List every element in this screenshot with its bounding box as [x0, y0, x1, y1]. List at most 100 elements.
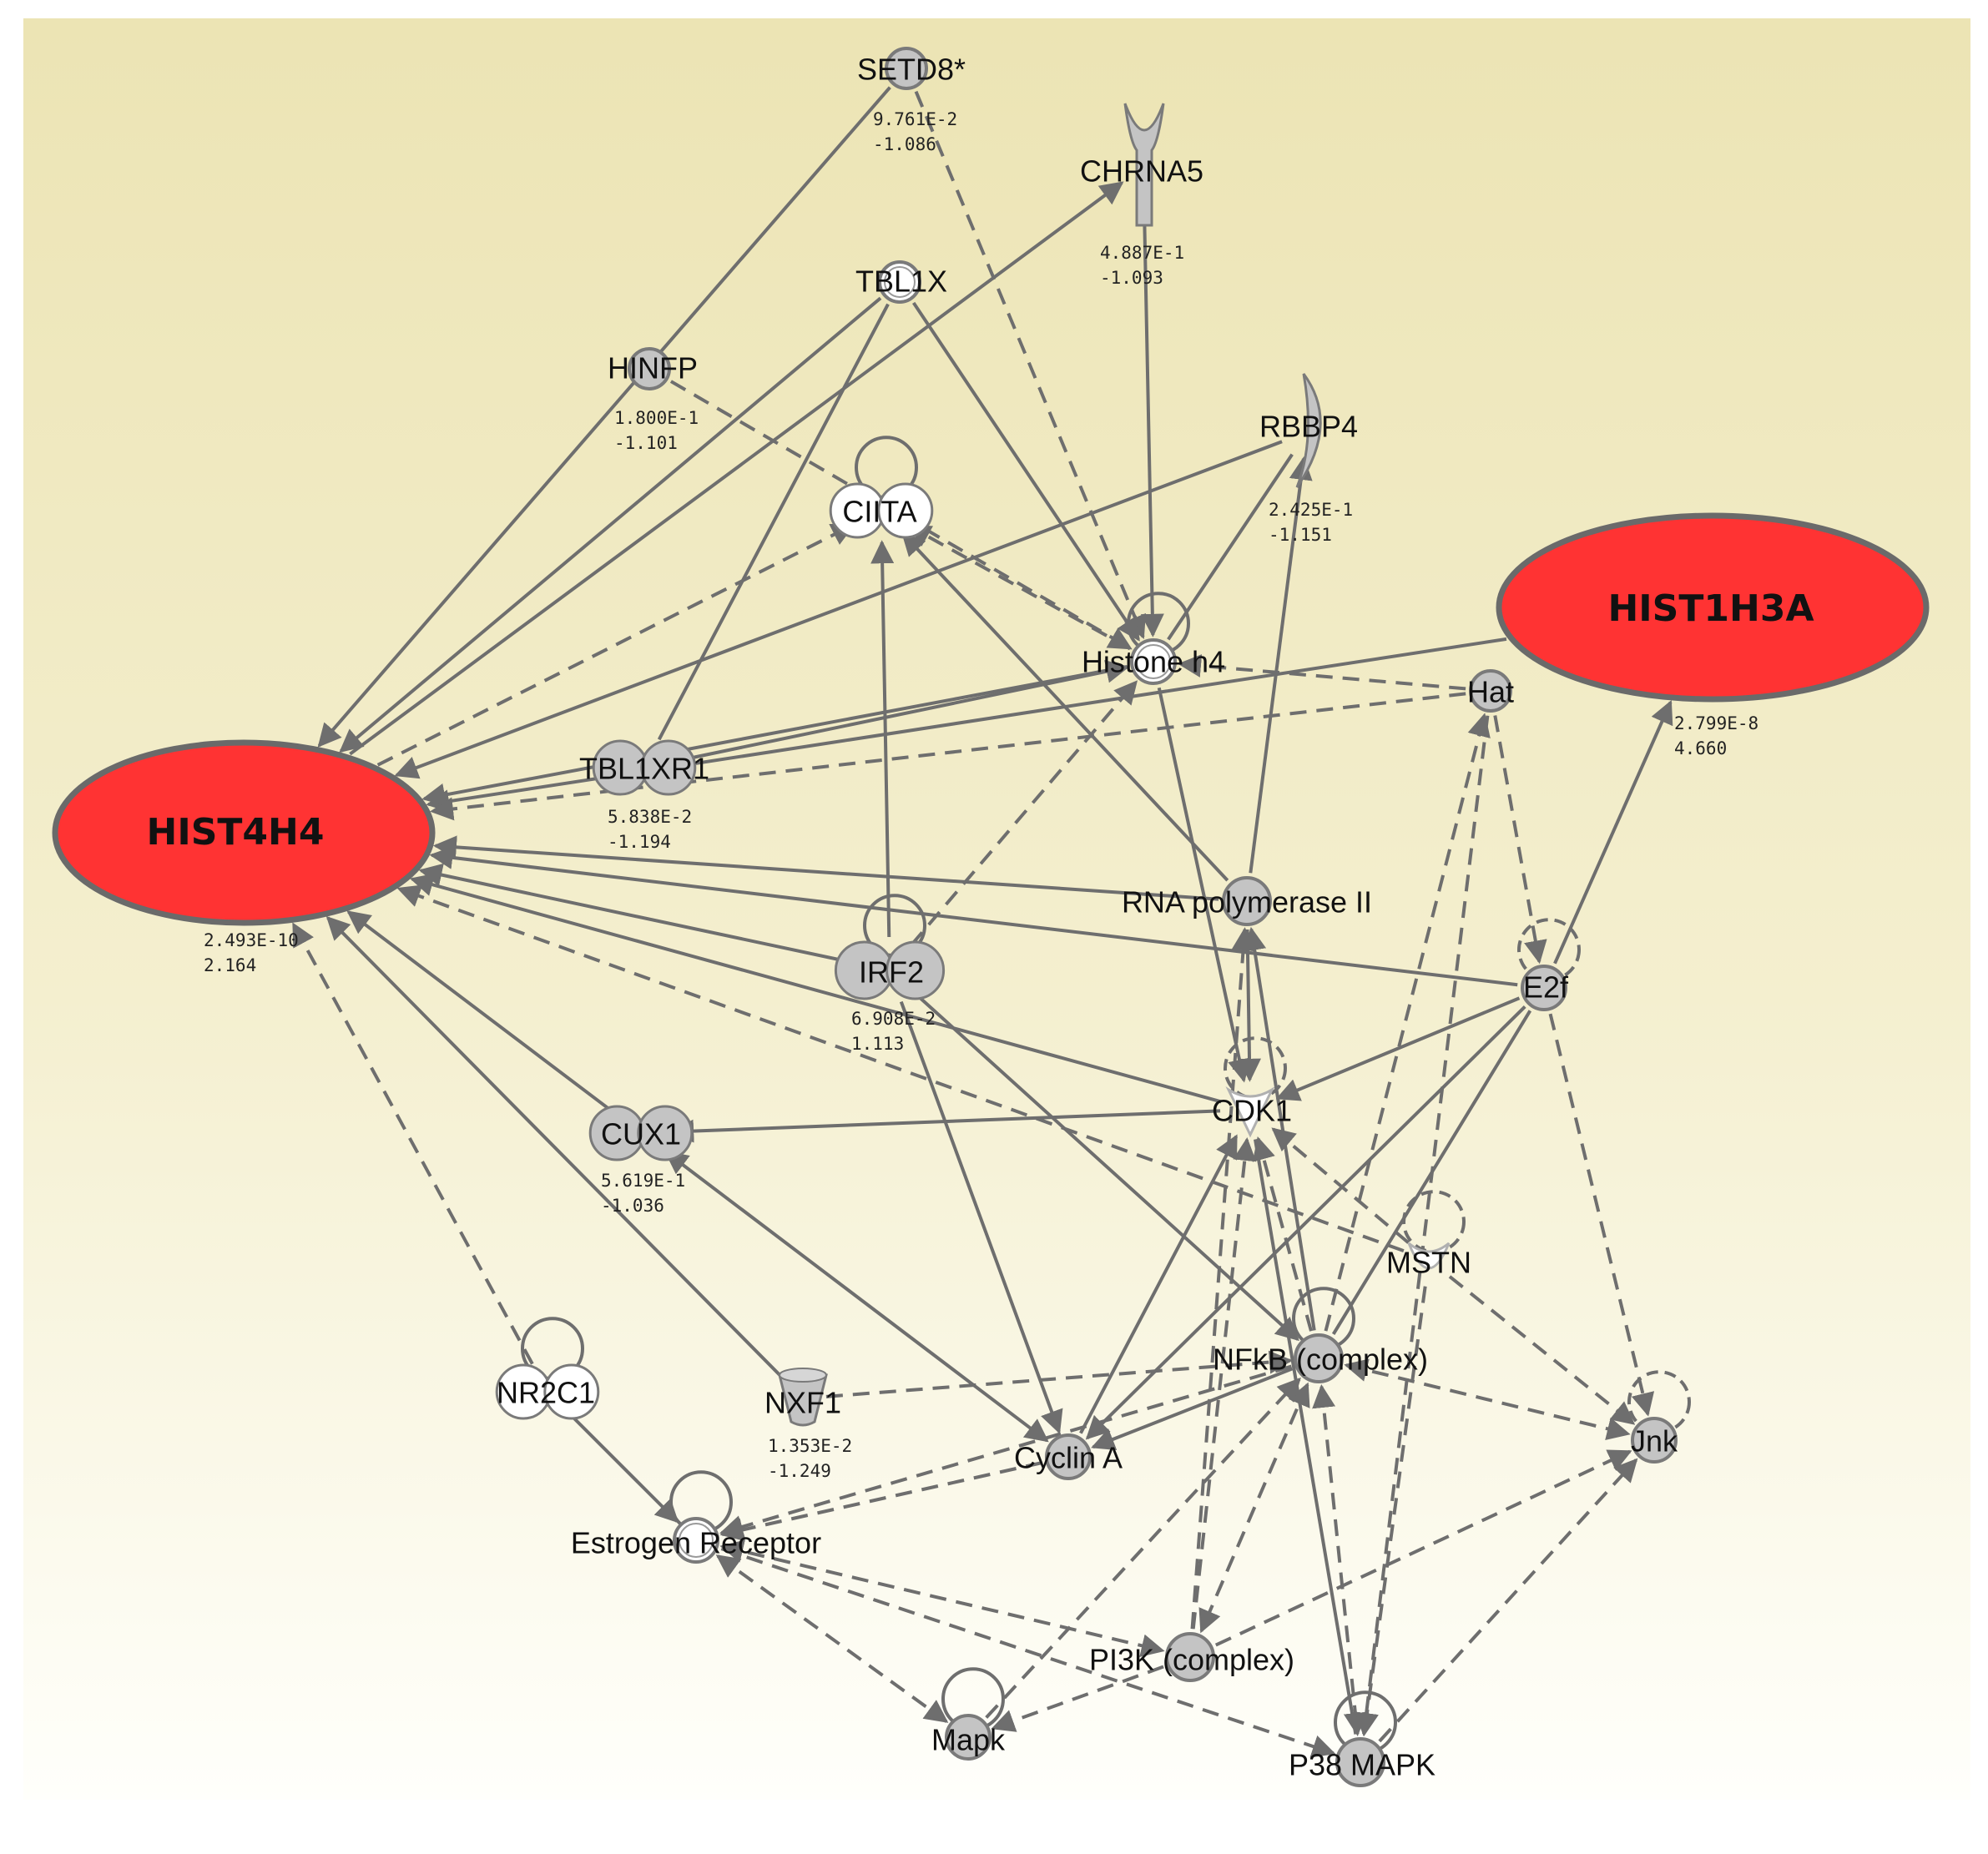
node-shape-circle	[1631, 1417, 1678, 1464]
node-shape-circle	[878, 260, 921, 304]
edge-cdk1-to-hist4-h4	[409, 873, 1222, 1104]
edge-e2f-to-hist4-h4	[429, 845, 1518, 987]
edge-irf2-to-histone-h4	[910, 680, 1138, 946]
edge-nr2-c1-to-hist4-h4	[291, 922, 534, 1365]
edge-setd8-to-hist4-h4	[317, 86, 891, 748]
node-cyclin-a[interactable]	[1045, 1433, 1092, 1480]
node-e2f[interactable]	[1521, 965, 1567, 1011]
node-shape-inner-ring	[679, 1523, 714, 1558]
node-shape-crescent	[1295, 373, 1322, 488]
node-shape-circle	[1222, 876, 1272, 926]
p-value-setd8: 9.761E-2	[873, 109, 957, 129]
node-label-nxf1: NXF1	[764, 1386, 841, 1420]
p-value-nxf1: 1.353E-2	[768, 1436, 852, 1456]
node-nfk-b[interactable]	[1294, 1333, 1344, 1383]
node-cdk1[interactable]	[1225, 1086, 1275, 1138]
node-nr2-c1[interactable]	[495, 1363, 600, 1420]
node-shape-dimer-right	[640, 739, 697, 796]
edge-e2f-to-hist1-h3-a	[1553, 699, 1673, 965]
edge-tbl1-xr1-to-histone-h4	[674, 659, 1130, 763]
node-setd8[interactable]	[885, 47, 928, 90]
node-jnk[interactable]	[1631, 1417, 1678, 1464]
node-shape-circle	[1045, 1433, 1092, 1480]
edge-histone-h4-to-hist4-h4	[421, 664, 1128, 807]
edge-tbl1-x-to-histone-h4	[912, 301, 1140, 642]
node-tbl1-xr1[interactable]	[592, 739, 697, 796]
node-label-estrogen-receptor: Estrogen Receptor	[571, 1526, 821, 1560]
edge-rnapol-ii-to-hist4-h4	[432, 835, 1219, 901]
edge-rnapol-ii-to-ciita	[901, 532, 1229, 882]
node-shape-cup-rim	[779, 1368, 827, 1383]
node-mstn[interactable]	[1407, 1242, 1451, 1270]
node-shape-receptor	[1123, 103, 1165, 227]
edge-pi3-k-to-mapk	[991, 1665, 1164, 1732]
p-value-hist4-h4: 2.493E-10	[204, 930, 299, 950]
edge-nfk-b-to-jnk	[1344, 1358, 1631, 1441]
edge-pi3-k-to-rnapol-ii	[1190, 927, 1255, 1630]
node-shape-ellipse	[1496, 512, 1930, 703]
edge-irf2-to-ciita	[870, 540, 895, 938]
node-chrna5[interactable]	[1123, 103, 1165, 227]
node-label-nr2-c1: NR2C1	[497, 1376, 595, 1410]
edge-nxf1-to-nfk-b	[825, 1350, 1293, 1398]
node-label-setd8: SETD8*	[857, 53, 966, 87]
edge-e2f-to-cyclin-a	[1085, 1005, 1526, 1440]
node-mapk[interactable]	[945, 1714, 991, 1761]
edge-hat-to-p38-mapk	[1355, 715, 1490, 1737]
node-label-cux1: CUX1	[601, 1117, 681, 1151]
edge-irf2-to-hist4-h4	[418, 863, 858, 965]
edge-hist4-h4-to-chrna5	[349, 181, 1124, 756]
node-histone-h4[interactable]	[1130, 638, 1177, 685]
node-pi3-k[interactable]	[1165, 1632, 1215, 1682]
node-rbbp4[interactable]	[1295, 373, 1322, 488]
node-label-cyclin-a: Cyclin A	[1014, 1441, 1123, 1475]
node-shape-cup	[778, 1373, 828, 1427]
node-hist1-h3-a[interactable]	[1496, 512, 1930, 703]
node-hist4-h4[interactable]	[52, 739, 436, 926]
node-shape-dimer-right	[637, 1105, 694, 1161]
fold-change-hist4-h4: 2.164	[204, 955, 256, 975]
edge-p38-mapk-to-cdk1	[1254, 1139, 1358, 1735]
edge-tbl1-x-to-tbl1-xr1	[657, 303, 890, 741]
node-estrogen-receptor[interactable]	[673, 1517, 719, 1564]
node-irf2[interactable]	[834, 940, 946, 1000]
node-cux1[interactable]	[588, 1105, 694, 1161]
edge-e2f-to-jnk	[1548, 1013, 1655, 1417]
node-label-hat: Hat	[1467, 675, 1514, 709]
fold-change-rbbp4: -1.151	[1269, 525, 1332, 545]
node-rnapol-ii[interactable]	[1222, 876, 1272, 926]
label-layer: SETD8*9.761E-2-1.086CHRNA54.887E-1-1.093…	[147, 53, 1814, 1782]
fold-change-nxf1: -1.249	[768, 1461, 831, 1481]
node-hat[interactable]	[1469, 669, 1512, 713]
edge-mstn-to-hist4-h4	[396, 884, 1405, 1253]
node-hinfp[interactable]	[628, 347, 671, 390]
node-tbl1-x[interactable]	[878, 260, 921, 304]
edge-cux1-to-cyclin-a	[664, 1151, 1049, 1443]
node-label-hinfp: HINFP	[608, 351, 698, 385]
edge-rbbp4-to-hist4-h4	[394, 440, 1283, 779]
fold-change-irf2: 1.113	[851, 1034, 904, 1054]
node-label-hist1-h3-a: HIST1H3A	[1607, 587, 1814, 630]
fold-change-cux1: -1.036	[601, 1196, 664, 1216]
edge-tbl1-x-to-hist4-h4	[339, 296, 882, 753]
node-nxf1[interactable]	[778, 1368, 828, 1427]
node-shape-circle	[1521, 965, 1567, 1011]
node-label-tbl1-xr1: TBL1XR1	[579, 752, 709, 786]
edge-mstn-to-cdk1	[1271, 1127, 1410, 1244]
node-p38-mapk[interactable]	[1335, 1737, 1385, 1787]
node-shape-kinase	[1225, 1086, 1275, 1138]
node-shape-circle	[1130, 638, 1177, 685]
node-label-hist4-h4: HIST4H4	[147, 811, 325, 854]
node-shape-inner-ring	[884, 266, 916, 298]
edge-rnapol-ii-to-rbbp4	[1249, 456, 1313, 874]
node-label-chrna5: CHRNA5	[1080, 154, 1203, 189]
edge-nfk-b-to-cyclin-a	[1091, 1367, 1294, 1451]
node-shape-dimer-right	[543, 1363, 600, 1420]
node-shape-circle	[1165, 1632, 1215, 1682]
edge-hinfp-to-histone-h4	[669, 380, 1133, 650]
node-shape-circle	[1335, 1737, 1385, 1787]
node-layer	[52, 47, 1930, 1787]
p-value-chrna5: 4.887E-1	[1100, 243, 1184, 263]
node-ciita[interactable]	[829, 482, 934, 539]
fold-change-chrna5: -1.093	[1100, 268, 1163, 288]
